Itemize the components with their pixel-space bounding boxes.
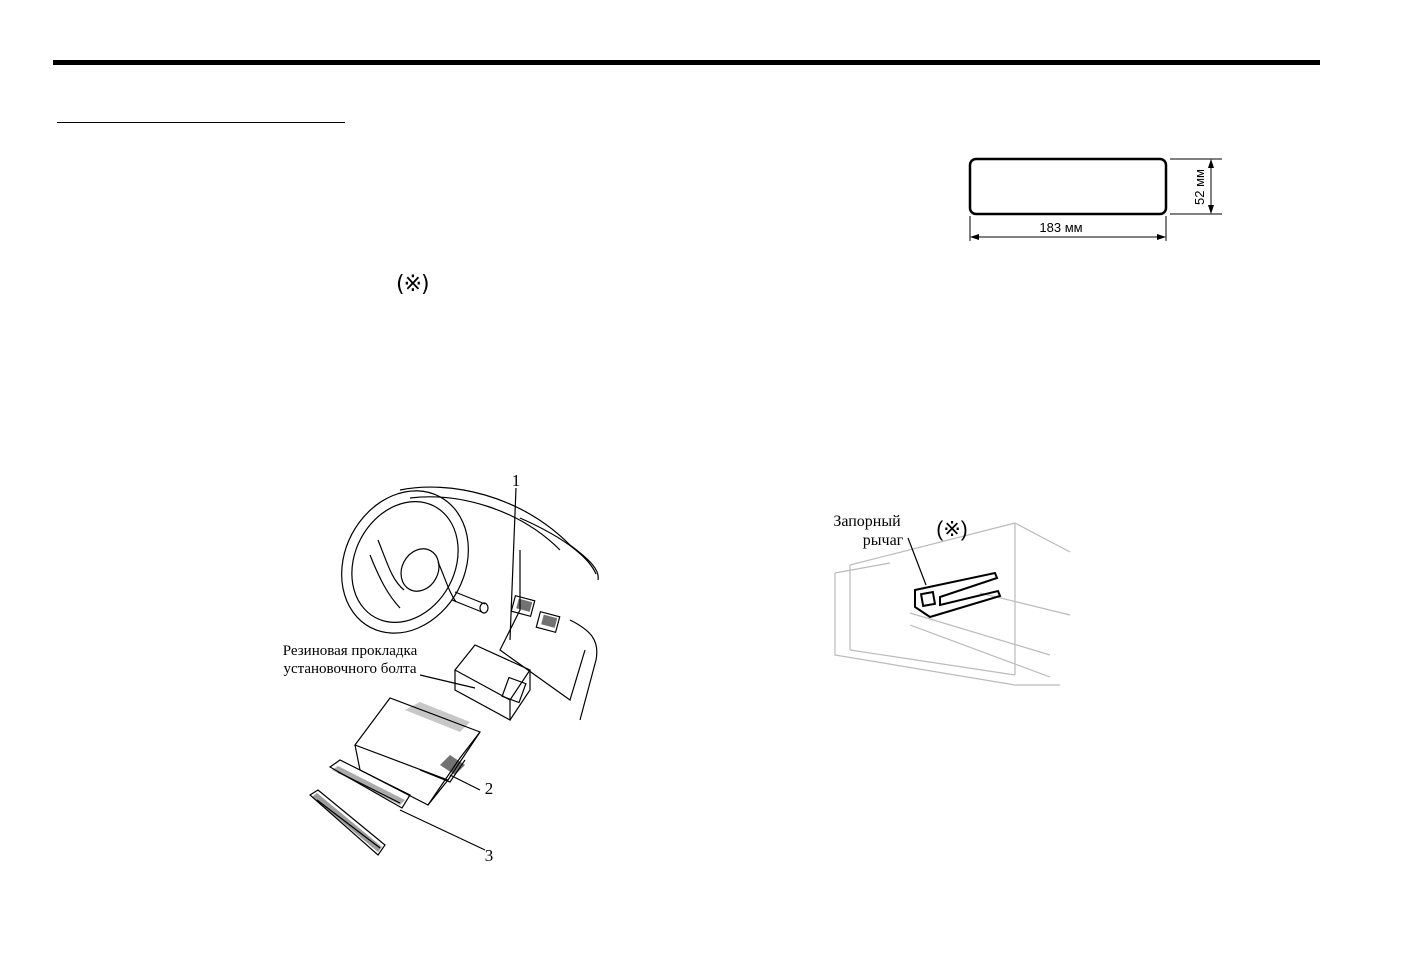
lock-lever-label-line1: Запорный (833, 513, 901, 530)
callout-3: 3 (485, 846, 494, 865)
reference-mark: (※) (396, 272, 430, 297)
top-rule (53, 60, 1320, 65)
callout-2: 2 (485, 779, 494, 798)
lock-lever-reference-mark: (※) (936, 518, 968, 541)
height-dimension-label: 52 мм (1192, 169, 1207, 205)
lock-lever-label-line2: рычаг (863, 532, 904, 549)
gasket-label-line2: установочного болта (283, 661, 416, 677)
lock-lever-figure: Запорный рычаг (※) (830, 505, 1090, 700)
installation-figure: 1 2 3 Резиновая прокладка установочного … (270, 470, 610, 875)
section-heading-underline (57, 122, 345, 123)
mounting-hole-dimension-figure: 52 мм 183 мм (960, 148, 1240, 253)
mounting-hole-outline (968, 157, 1168, 216)
width-dimension-label: 183 мм (1039, 220, 1082, 235)
gasket-label-line1: Резиновая прокладка (283, 643, 418, 659)
callout-1: 1 (512, 471, 521, 490)
